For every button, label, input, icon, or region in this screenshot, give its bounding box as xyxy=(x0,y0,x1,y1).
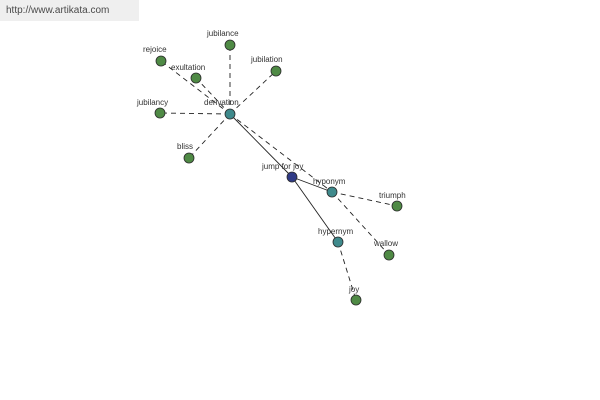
node-jubilancy[interactable] xyxy=(154,107,166,119)
node-label-exultation: exultation xyxy=(171,63,205,72)
node-label-derivation: derivation xyxy=(204,98,239,107)
node-bliss[interactable] xyxy=(183,152,195,164)
node-label-jubilation: jubilation xyxy=(250,55,283,64)
node-triumph[interactable] xyxy=(391,200,403,212)
node-label-jubilance: jubilance xyxy=(206,29,239,38)
edge-derivation-hyponym xyxy=(229,113,333,193)
edge-hypernym-joy xyxy=(337,241,357,301)
edge-derivation-jubilancy xyxy=(159,112,231,115)
node-exultation[interactable] xyxy=(190,72,202,84)
node-label-jubilancy: jubilancy xyxy=(136,98,168,107)
watermark-url: http://www.artikata.com xyxy=(0,0,139,21)
edge-hyponym-triumph xyxy=(331,191,398,207)
node-wallow[interactable] xyxy=(383,249,395,261)
node-label-joy: joy xyxy=(348,285,359,294)
nodes-layer xyxy=(154,39,403,306)
edge-derivation-exultation xyxy=(195,77,231,115)
labels-layer: jump for joy derivation hyponym hypernym jub… xyxy=(136,29,406,294)
node-label-hypernym: hypernym xyxy=(318,227,353,236)
node-jubilance[interactable] xyxy=(224,39,236,51)
edge-derivation-jubilation xyxy=(229,70,277,115)
node-rejoice[interactable] xyxy=(155,55,167,67)
edge-derivation-bliss xyxy=(188,113,231,159)
node-hypernym[interactable] xyxy=(332,236,344,248)
edge-jump-for-joy-hyponym xyxy=(291,176,333,193)
node-label-hyponym: hyponym xyxy=(313,177,346,186)
node-label-wallow: wallow xyxy=(373,239,398,248)
node-derivation[interactable] xyxy=(224,108,236,120)
edge-jump-for-joy-hypernym xyxy=(291,176,339,243)
node-hyponym[interactable] xyxy=(326,186,338,198)
node-label-triumph: triumph xyxy=(379,191,406,200)
node-jump-for-joy[interactable] xyxy=(286,171,298,183)
node-label-bliss: bliss xyxy=(177,142,193,151)
edge-derivation-rejoice xyxy=(160,60,231,115)
edges-layer xyxy=(159,45,398,301)
node-label-rejoice: rejoice xyxy=(143,45,167,54)
edge-jump-for-joy-derivation xyxy=(229,113,293,178)
node-label-jump-for-joy: jump for joy xyxy=(261,162,303,171)
node-jubilation[interactable] xyxy=(270,65,282,77)
node-joy[interactable] xyxy=(350,294,362,306)
